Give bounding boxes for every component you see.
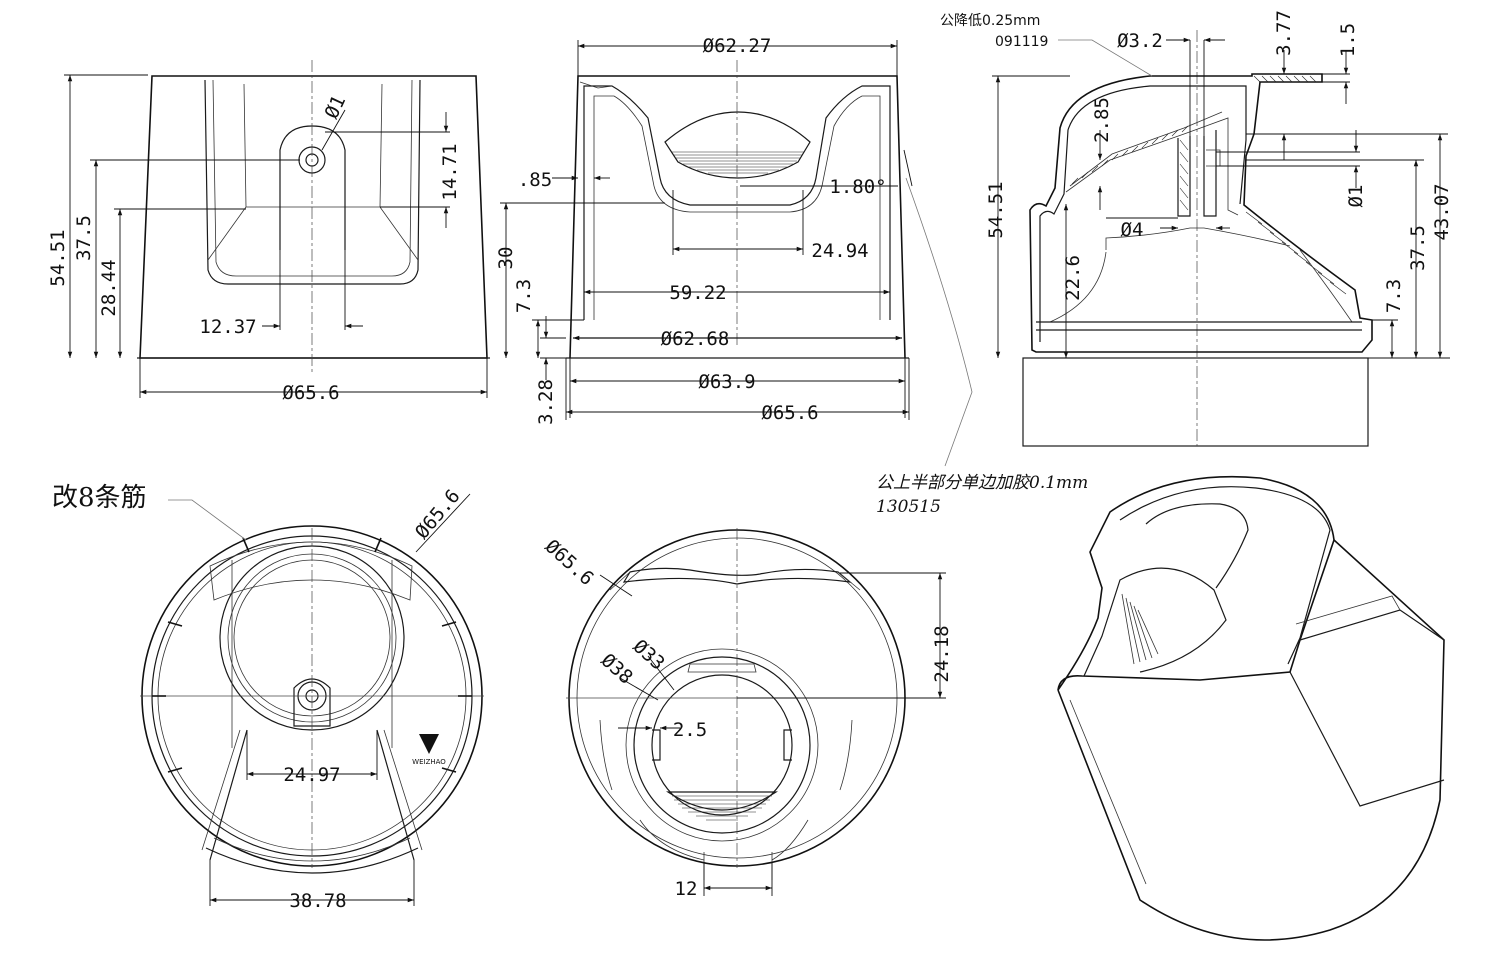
note-glue: 公上半部分单边加胶0.1mm [876, 473, 1088, 493]
dim-dia-1: Ø62.68 [661, 328, 730, 350]
dim-h43: 43.07 [1431, 183, 1453, 240]
dim-rib-h: 3.77 [1273, 10, 1295, 56]
dim-slot: 24.97 [283, 764, 340, 786]
dim-offset: 24.18 [931, 625, 953, 682]
dim-height-window: 28.44 [98, 259, 120, 316]
dim-d33: Ø33 [629, 635, 669, 674]
dim-wall: 2.85 [1091, 97, 1113, 143]
logo-text: WEIZHAO [412, 758, 446, 766]
dim-dia: Ø65.6 [411, 485, 465, 543]
dim-dia-3: Ø65.6 [761, 402, 818, 424]
dim-inner-width: 59.22 [669, 282, 726, 304]
dim-h7: 7.3 [1383, 279, 1405, 313]
note-reduce-date: 091119 [995, 34, 1048, 50]
dim-step: 7.3 [513, 279, 535, 313]
dim-dia-2: Ø63.9 [698, 371, 755, 393]
dim-width: 38.78 [289, 890, 346, 912]
dim-h37: 37.5 [1407, 225, 1429, 271]
note-glue-date: 130515 [876, 497, 941, 517]
dim-d38: Ø38 [597, 649, 637, 688]
weizhao-logo: WEIZHAO [412, 734, 446, 766]
top-view: Ø65.6 24.18 Ø33 Ø38 2.5 12 [541, 528, 953, 900]
front-view: 54.51 37.5 28.44 Ø1 14.71 12.37 Ø65.6 [47, 60, 490, 404]
dim-neck-width: 12.37 [199, 316, 256, 338]
dim-window-top: 14.71 [439, 143, 461, 200]
section-view: Ø62.27 .85 1.80° 24.94 30 7.3 59.22 Ø62.… [495, 35, 913, 425]
dim-cup-width: 24.94 [811, 240, 868, 262]
bottom-view: WEIZHAO 改8条筋 Ø65.6 24.97 38.78 [52, 483, 484, 912]
dim-bore: Ø4 [1121, 219, 1144, 241]
note-ribs: 改8条筋 [52, 483, 147, 513]
dim-height-hole: 37.5 [73, 215, 95, 261]
dim-base-dia: Ø65.6 [282, 382, 339, 404]
dim-hole-dia: Ø1 [321, 92, 351, 122]
note-reduce: 公降低0.25mm [940, 13, 1040, 29]
dim-base: 3.28 [535, 379, 557, 425]
dim-inner: 22.6 [1062, 255, 1084, 301]
dim-lip: 1.5 [1337, 23, 1359, 57]
dim-pin-dia: Ø3.2 [1117, 30, 1163, 52]
dim-dia: Ø65.6 [541, 535, 598, 590]
dim-height-total: 54.51 [47, 229, 69, 286]
dim-top-dia: Ø62.27 [703, 35, 772, 57]
side-section-view: 公降低0.25mm 091119 Ø3.2 3 [905, 10, 1453, 467]
dim-gap: 2.5 [673, 719, 707, 741]
dim-height: 30 [495, 247, 517, 270]
dim-hole: Ø1 [1345, 185, 1367, 208]
iso-view: 公上半部分单边加胶0.1mm 130515 [876, 473, 1445, 941]
dim-width: 12 [675, 878, 698, 900]
dim-total: 54.51 [985, 181, 1007, 238]
dim-wall: .85 [518, 169, 552, 191]
dim-draft: 1.80° [829, 176, 886, 198]
